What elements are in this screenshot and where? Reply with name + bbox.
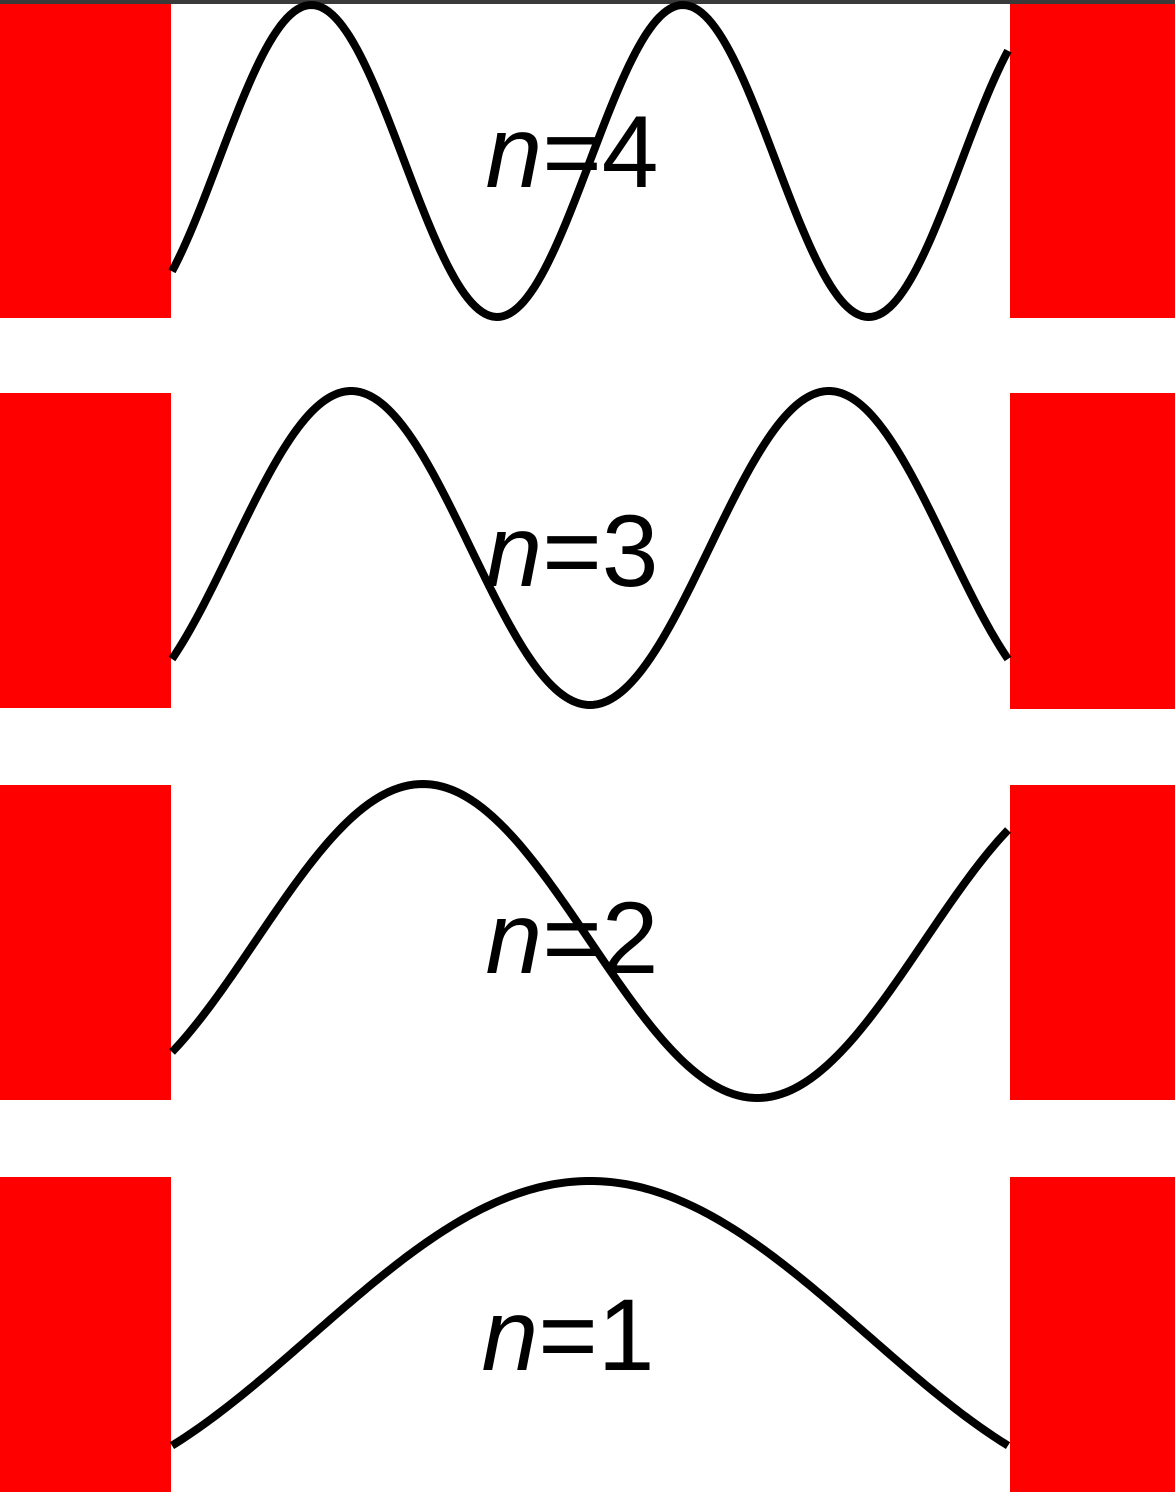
mode-number: 3 <box>602 494 659 608</box>
mode-equals: = <box>542 881 602 995</box>
mode-equals: = <box>538 1278 598 1392</box>
top-border <box>0 0 1175 4</box>
wave-curve <box>168 387 1012 709</box>
right-wall <box>1010 785 1175 1100</box>
left-wall <box>0 4 171 318</box>
mode-label: n=3 <box>485 494 658 608</box>
mode-panel-4: n=4 <box>0 1 1175 321</box>
mode-variable: n <box>481 1278 538 1392</box>
mode-equals: = <box>542 494 602 608</box>
left-wall <box>0 393 171 708</box>
mode-variable: n <box>485 494 542 608</box>
mode-label: n=1 <box>481 1278 654 1392</box>
mode-variable: n <box>485 95 542 209</box>
mode-panel-2: n=2 <box>0 780 1175 1102</box>
mode-number: 4 <box>602 95 659 209</box>
wave-curve <box>169 780 1011 1102</box>
left-wall <box>0 785 171 1100</box>
right-wall <box>1010 393 1175 709</box>
mode-number: 2 <box>602 881 659 995</box>
right-wall <box>1010 1177 1175 1492</box>
mode-panel-3: n=3 <box>0 387 1175 709</box>
right-wall <box>1010 4 1175 318</box>
mode-label: n=4 <box>485 95 658 209</box>
mode-equals: = <box>542 95 602 209</box>
left-wall <box>0 1177 171 1492</box>
wave-curve <box>168 1 1012 321</box>
mode-variable: n <box>485 881 542 995</box>
mode-number: 1 <box>598 1278 655 1392</box>
wave-curve <box>169 1177 1011 1449</box>
mode-panel-1: n=1 <box>0 1177 1175 1492</box>
mode-label: n=2 <box>485 881 658 995</box>
